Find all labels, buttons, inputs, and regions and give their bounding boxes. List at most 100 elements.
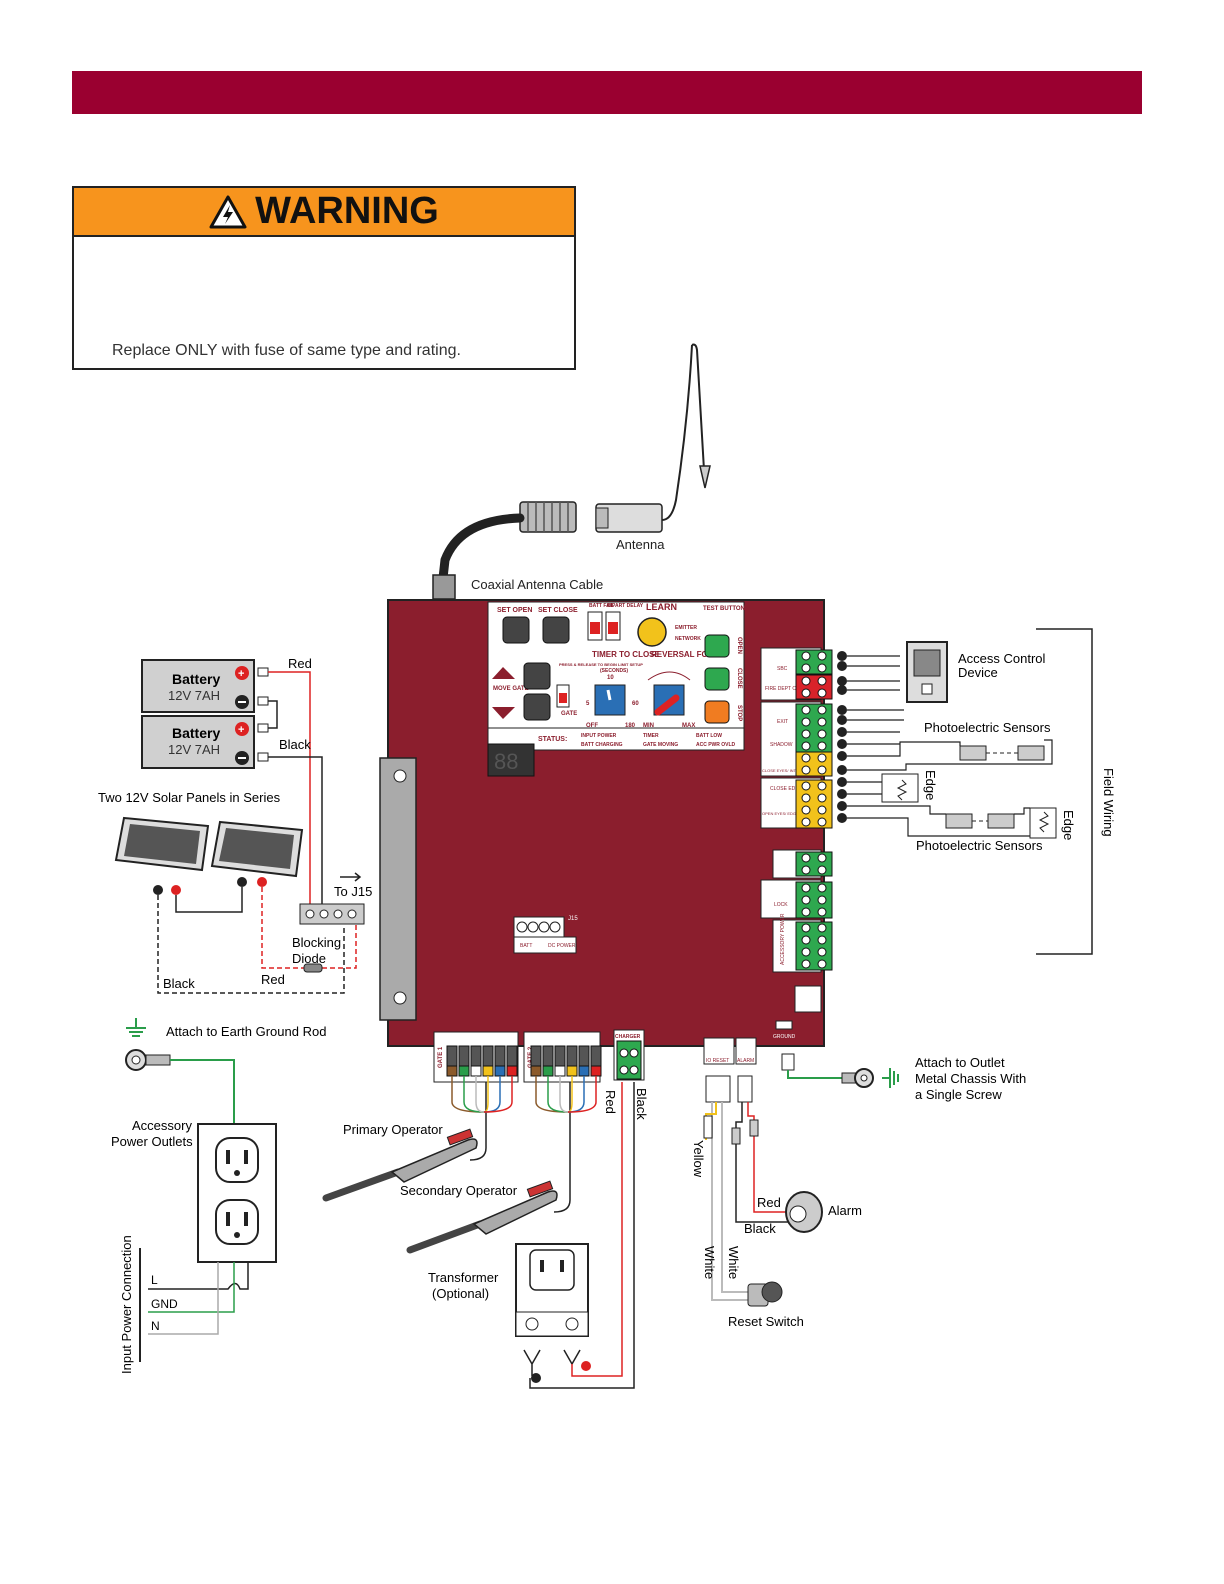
terminal-screw	[801, 883, 811, 893]
warning-header: WARNING	[74, 188, 574, 237]
photo-sensor-2b-icon	[987, 813, 1015, 829]
gate-wire-color	[542, 1065, 554, 1077]
terminal-screw	[817, 753, 827, 763]
battery-2-rating: 12V 7AH	[168, 742, 220, 757]
terminal-screw	[817, 895, 827, 905]
charger-red-label: Red	[603, 1090, 618, 1114]
to-j15-label: To J15	[334, 884, 372, 899]
accessory-outlets-label-1: Accessory	[132, 1118, 192, 1133]
gate1-label: GATE 1	[438, 1046, 444, 1068]
accessory-outlets-label-2: Power Outlets	[111, 1134, 193, 1149]
open-eyes-label: OPEN EYES/ EDGE	[762, 811, 799, 816]
test-open-button[interactable]	[704, 634, 730, 658]
learn-button[interactable]	[637, 617, 667, 647]
terminal-block	[795, 779, 833, 829]
battery-1-title: Battery	[172, 671, 220, 687]
input-power-label: Input Power Connection	[119, 1235, 134, 1374]
line-n-label: N	[151, 1319, 160, 1333]
alarm-connector	[735, 1037, 757, 1065]
reset-switch-label: Reset Switch	[728, 1314, 804, 1329]
terminal-screw	[801, 729, 811, 739]
network-label: NETWORK	[675, 636, 701, 642]
terminal-screw	[817, 688, 827, 698]
j15-plug	[299, 903, 365, 925]
solar-label: Two 12V Solar Panels in Series	[98, 790, 281, 805]
terminal-screw	[817, 805, 827, 815]
terminal-screw	[801, 805, 811, 815]
terminal-screw	[817, 741, 827, 751]
set-open-button[interactable]	[502, 616, 530, 644]
terminal-screw	[817, 729, 827, 739]
field-wire	[847, 741, 961, 757]
battery-black-wire	[268, 756, 323, 908]
operator-wire	[483, 1076, 513, 1113]
move-gate-down-button[interactable]	[523, 693, 551, 721]
battery-1-positive-icon	[235, 666, 249, 680]
photo-sensors-label-1: Photoelectric Sensors	[924, 720, 1051, 735]
status-label: STATUS:	[538, 736, 567, 743]
field-terminal-dot	[837, 777, 847, 787]
access-control-label-2: Device	[958, 665, 998, 680]
terminal-screw	[801, 741, 811, 751]
earth-ground-label: Attach to Earth Ground Rod	[166, 1024, 326, 1039]
diagnostics-display	[487, 743, 535, 777]
blocking-diode-label-1: Blocking	[292, 935, 341, 950]
terminal-screw	[801, 753, 811, 763]
accessory-power-label: ACCESSORY POWER	[780, 913, 786, 965]
battery-red-wire	[268, 671, 311, 908]
alarm-black-label: Black	[744, 1221, 776, 1236]
io-reset-label: IO RESET	[706, 1058, 729, 1064]
gate-wire-color	[470, 1065, 482, 1077]
timer-led-label: TIMER	[643, 733, 659, 739]
field-wire	[847, 805, 946, 815]
battery-1-rating: 12V 7AH	[168, 688, 220, 703]
terminal-block	[795, 674, 833, 700]
test-stop-button[interactable]	[704, 700, 730, 724]
terminal-screw	[801, 705, 811, 715]
set-close-button[interactable]	[542, 616, 570, 644]
battery-black-label: Black	[279, 737, 311, 752]
terminal-screw	[801, 717, 811, 727]
timer-to-close-dial[interactable]	[594, 684, 626, 716]
terminal-screw	[801, 853, 811, 863]
terminal-screw	[801, 765, 811, 775]
close-edge-label: CLOSE EDGE	[770, 786, 803, 792]
gate-terminal	[542, 1045, 554, 1067]
gate-wire-color	[566, 1065, 578, 1077]
outlet-bottom-icon	[215, 1199, 259, 1245]
gate-wire-color	[446, 1065, 458, 1077]
terminal-screw	[817, 883, 827, 893]
timer-60-label: 60	[632, 701, 639, 707]
test-close-button[interactable]	[704, 667, 730, 691]
gate-terminal	[446, 1045, 458, 1067]
gate-wire-color	[494, 1065, 506, 1077]
solar-red-label: Red	[261, 972, 285, 987]
terminal-screw	[801, 793, 811, 803]
field-terminal-dot	[837, 739, 847, 749]
photo-sensor-1a-icon	[959, 745, 987, 761]
gate-wire-color	[458, 1065, 470, 1077]
reversal-force-label: REVERSAL FORCE	[651, 650, 725, 659]
operator-wire	[567, 1076, 597, 1113]
move-gate-up-button[interactable]	[523, 662, 551, 690]
terminal-screw	[801, 688, 811, 698]
gate-terminal	[494, 1045, 506, 1067]
gate-wire-color	[482, 1065, 494, 1077]
battery-2-title: Battery	[172, 725, 220, 741]
terminal-screw	[801, 935, 811, 945]
svg-text:88: 88	[494, 749, 518, 774]
terminal-screw	[801, 923, 811, 933]
field-terminal-dot	[837, 801, 847, 811]
field-terminal-dot	[837, 765, 847, 775]
gate-moving-led-label: GATE MOVING	[643, 742, 678, 748]
terminal-screw	[801, 817, 811, 827]
timer-180-label: 180	[625, 723, 636, 729]
batt-fail-label: BATT FAIL	[589, 603, 614, 609]
primary-operator-body	[390, 1138, 478, 1183]
set-close-label: SET CLOSE	[538, 607, 578, 614]
alarm-connector-label: ALARM	[737, 1058, 754, 1064]
edge-label-2: Edge	[1061, 810, 1076, 840]
terminal-screw	[817, 676, 827, 686]
operator-wire	[559, 1076, 569, 1113]
transformer-group: Transformer (Optional) Red Black	[428, 1082, 649, 1389]
